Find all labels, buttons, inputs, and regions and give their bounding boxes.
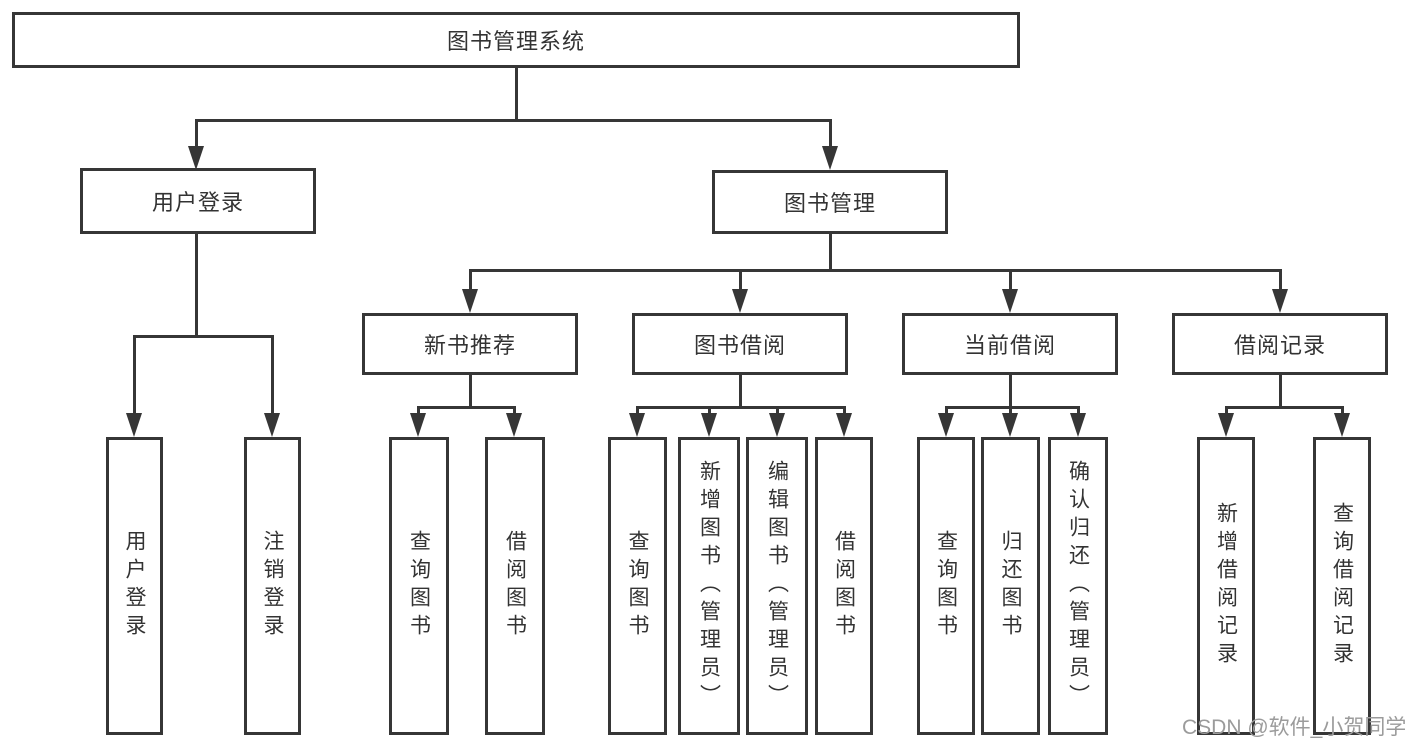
connector-book-management-down (829, 234, 832, 272)
connector-new-book-hline (417, 406, 516, 409)
leaf-br-query-record: 查询借阅记录 (1313, 437, 1371, 735)
connector-user-login-stem (195, 119, 198, 150)
arrowhead-book-borrow-icon (732, 289, 748, 313)
connector-current-borrow-stem (1009, 269, 1012, 295)
leaf-logout: 注销登录 (244, 437, 301, 735)
arrowhead-book-management-icon (822, 146, 838, 170)
arrowhead-new-book-icon (462, 289, 478, 313)
connector-borrow-record-down (1279, 375, 1282, 409)
connector-book-management-hline (469, 269, 1282, 272)
arrowhead-leaf-login-icon (126, 413, 142, 437)
connector-current-borrow-down (1009, 375, 1012, 409)
connector-book-borrow-down (739, 375, 742, 409)
arrowhead-current-borrow-icon (1002, 289, 1018, 313)
arrowhead-bb-edit-icon (769, 413, 785, 437)
leaf-nb-borrow-books: 借阅图书 (485, 437, 545, 735)
leaf-cb-query-books: 查询图书 (917, 437, 975, 735)
arrowhead-nb-query-icon (410, 413, 426, 437)
arrowhead-cb-query-icon (938, 413, 954, 437)
leaf-bb-borrow-books: 借阅图书 (815, 437, 873, 735)
arrowhead-user-login-icon (188, 146, 204, 170)
connector-borrow-record-hline (1225, 406, 1343, 409)
watermark: CSDN @软件_小贺同学 (1182, 716, 1405, 739)
arrowhead-borrow-record-icon (1272, 289, 1288, 313)
connector-book-borrow-hline (636, 406, 846, 409)
connector-leaf-logout-stem (271, 335, 274, 419)
node-book-borrow: 图书借阅 (632, 313, 848, 375)
leaf-bb-edit-books-admin: 编辑图书（管理员） (746, 437, 808, 735)
leaf-bb-add-books-admin: 新增图书（管理员） (678, 437, 740, 735)
node-current-borrow: 当前借阅 (902, 313, 1118, 375)
connector-borrow-record-stem (1279, 269, 1282, 295)
connector-user-login-hline (133, 335, 274, 338)
connector-book-borrow-stem (739, 269, 742, 295)
connector-new-book-stem (469, 269, 472, 295)
leaf-br-add-record: 新增借阅记录 (1197, 437, 1255, 735)
connector-current-borrow-hline (945, 406, 1079, 409)
leaf-nb-query-books: 查询图书 (389, 437, 449, 735)
arrowhead-nb-borrow-icon (506, 413, 522, 437)
node-borrow-record: 借阅记录 (1172, 313, 1388, 375)
connector-book-management-stem (829, 119, 832, 150)
connector-root-hline (195, 119, 832, 122)
leaf-cb-return-books: 归还图书 (981, 437, 1040, 735)
leaf-bb-query-books: 查询图书 (608, 437, 667, 735)
arrowhead-leaf-logout-icon (264, 413, 280, 437)
connector-new-book-down (469, 375, 472, 409)
node-new-book-recommend: 新书推荐 (362, 313, 578, 375)
arrowhead-bb-add-icon (701, 413, 717, 437)
leaf-cb-confirm-return-admin: 确认归还（管理员） (1048, 437, 1108, 735)
connector-user-login-down (195, 234, 198, 338)
arrowhead-cb-confirm-icon (1070, 413, 1086, 437)
connector-leaf-login-stem (133, 335, 136, 419)
leaf-user-login: 用户登录 (106, 437, 163, 735)
arrowhead-br-add-icon (1218, 413, 1234, 437)
node-root: 图书管理系统 (12, 12, 1020, 68)
arrowhead-bb-borrow-icon (836, 413, 852, 437)
arrowhead-bb-query-icon (629, 413, 645, 437)
node-book-management: 图书管理 (712, 170, 948, 234)
node-user-login: 用户登录 (80, 168, 316, 234)
arrowhead-cb-return-icon (1002, 413, 1018, 437)
connector-root-stem (515, 68, 518, 122)
arrowhead-br-query-icon (1334, 413, 1350, 437)
